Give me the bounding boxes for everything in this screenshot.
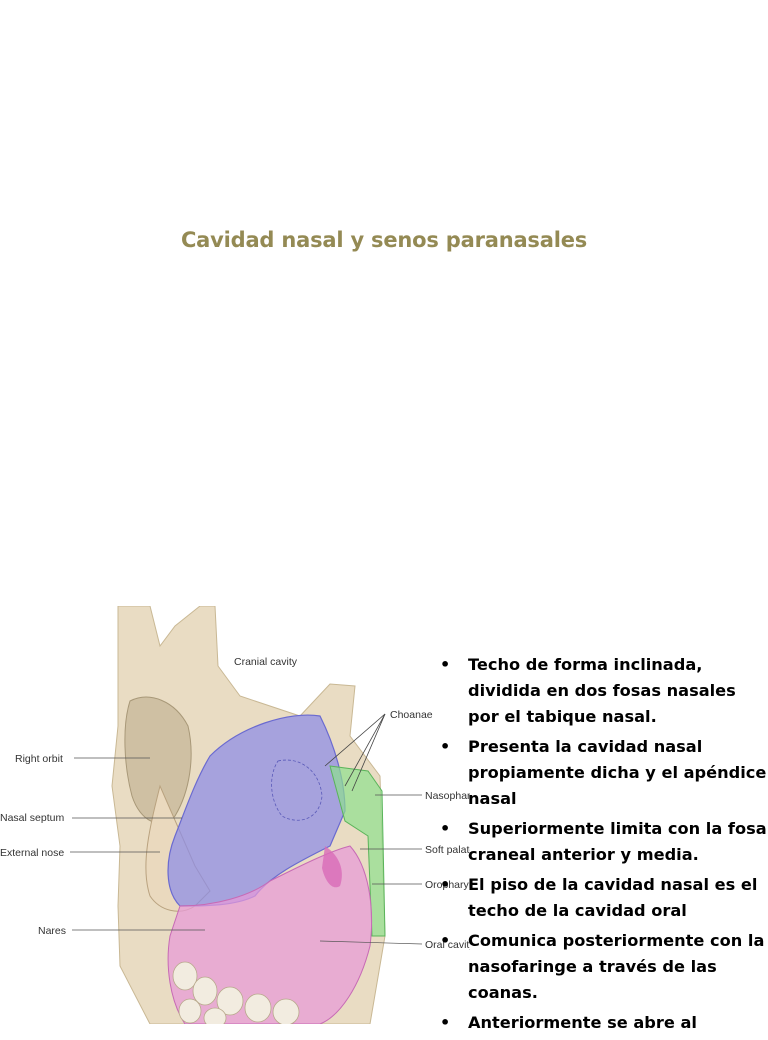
label-nasopharynx: Nasopharynx [425,790,470,802]
label-nares: Nares [38,925,66,937]
bullet-dot-icon: • [440,1013,451,1032]
bullet-dot-icon: • [440,737,451,756]
anatomy-illustration: Cranial cavity Choanae Right orbit Nasop… [0,606,470,1024]
label-choanae: Choanae [390,709,433,721]
bullet-dot-icon: • [440,819,451,838]
label-oral-cavity: Oral cavity [425,939,470,951]
bullet-item: •Superiormente limita con la fosa cranea… [440,816,768,868]
teeth [172,961,300,1024]
bullet-dot-icon: • [440,931,451,950]
bullet-item: •El piso de la cavidad nasal es el techo… [440,872,768,924]
label-right-orbit: Right orbit [15,753,63,765]
bullet-dot-icon: • [440,875,451,894]
bullet-item: •Anteriormente se abre al [440,1010,768,1036]
bullet-item: •Techo de forma inclinada, dividida en d… [440,652,768,730]
pharynx-region [329,765,386,937]
bullet-list: •Techo de forma inclinada, dividida en d… [440,652,768,1040]
right-orbit-shape [124,696,192,824]
anatomy-figure: Cranial cavity Choanae Right orbit Nasop… [0,606,470,1024]
slide-title: Cavidad nasal y senos paranasales [180,228,588,252]
label-nasal-septum: Nasal septum [0,812,64,824]
bullet-item: •Presenta la cavidad nasal propiamente d… [440,734,768,812]
bullet-dot-icon: • [440,655,451,674]
label-cranial-cavity: Cranial cavity [234,656,298,668]
bullet-item: •Comunica posteriormente con la nasofari… [440,928,768,1006]
label-soft-palate: Soft palate [425,844,470,856]
label-oropharynx: Oropharynx [425,879,470,891]
label-external-nose: External nose [0,847,64,859]
